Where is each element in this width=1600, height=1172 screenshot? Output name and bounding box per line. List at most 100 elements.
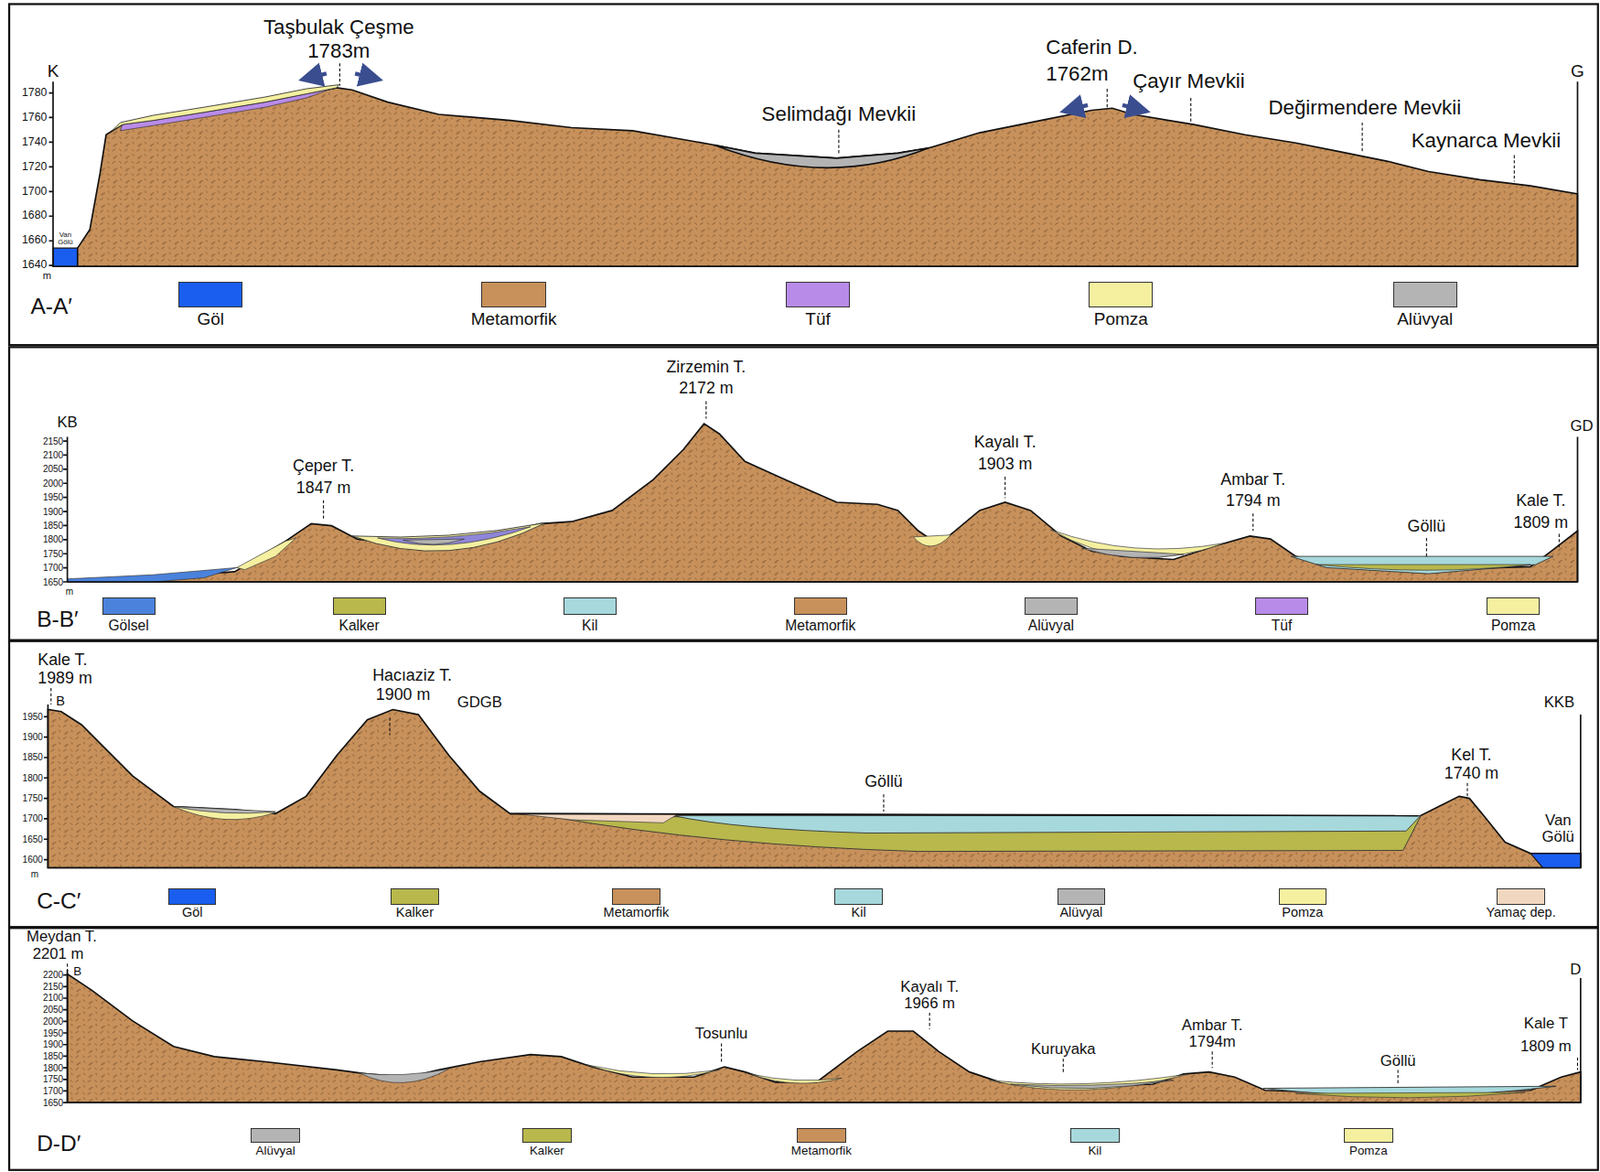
legend-swatch — [796, 1127, 847, 1143]
profile-shape — [912, 535, 951, 547]
profile-label: 1903 m — [977, 455, 1032, 474]
legend-swatch — [1255, 597, 1309, 615]
profile-shape — [43, 704, 1581, 869]
profile-label: 1900 — [22, 731, 43, 742]
profile-label: GD — [1569, 418, 1593, 435]
profile-shape — [9, 641, 1599, 927]
profile-label: 1794m — [1189, 1033, 1236, 1051]
profile-label: 1850 — [42, 520, 64, 531]
legend-swatch — [1393, 281, 1458, 308]
profile-label: m — [65, 586, 74, 597]
profile-label: 1800 — [22, 773, 43, 784]
profile-shape — [1290, 556, 1554, 574]
profile-shape — [1009, 1080, 1173, 1089]
profile-shape — [63, 437, 1578, 582]
profile-label: 2100 — [42, 450, 64, 461]
profile-label: Kale T — [1524, 1015, 1568, 1032]
legend-label: Alüvyal — [1396, 310, 1453, 330]
legend-label: Gölsel — [107, 617, 149, 634]
profile-shape — [1530, 853, 1581, 869]
legend-label: Pomza — [1491, 617, 1536, 634]
profile-shape — [714, 144, 929, 168]
profile-shape — [9, 3, 1599, 345]
profile-shape — [9, 927, 1599, 1170]
profile-label: 1720 — [21, 161, 47, 173]
profile-label: D-D′ — [36, 1130, 81, 1156]
legend-label: Kil — [1087, 1144, 1102, 1159]
legend-label: Alüvyal — [1028, 617, 1074, 634]
profile-shape — [515, 813, 678, 823]
profile-label: Taşbulak Çeşme — [263, 16, 415, 40]
legend-swatch — [102, 597, 156, 615]
legend-label: Göl — [182, 905, 204, 921]
legend-swatch — [1057, 888, 1106, 905]
profile-label: 1600 — [22, 854, 43, 865]
profile-label: Selimdağı Mevkii — [762, 103, 917, 127]
profile-label: Değirmendere Mevkii — [1267, 96, 1461, 120]
profile-shape — [359, 1068, 450, 1083]
profile-shape — [323, 401, 1560, 558]
profile-shape — [236, 537, 297, 570]
profile-shape — [1071, 105, 1088, 109]
profile-label: GDGB — [457, 694, 503, 711]
legend-label: Göl — [197, 310, 226, 330]
legend-label: Metamorfik — [471, 310, 558, 330]
profile-label: Kale T. — [37, 651, 87, 670]
legend-swatch — [481, 281, 546, 308]
profile-label: Göllü — [1407, 517, 1447, 537]
legend-label: Kalker — [396, 905, 434, 921]
legend-swatch — [1343, 1127, 1394, 1143]
profile-shape — [673, 816, 1420, 834]
legend-swatch — [332, 597, 387, 615]
legend-swatch — [1024, 597, 1078, 615]
legend-label: Metamorfik — [603, 905, 670, 921]
profile-group — [63, 401, 1578, 583]
profile-shape — [352, 522, 547, 551]
legend-label: Tüf — [1271, 617, 1293, 634]
profile-shape — [63, 969, 1581, 1103]
profile-label: Caferin D. — [1045, 36, 1138, 60]
profile-shape — [67, 423, 1579, 582]
profile-shape — [47, 709, 1580, 869]
profile-label: 1950 — [42, 1028, 64, 1039]
profile-label: 1900 — [42, 506, 64, 517]
profile-label: Ambar T. — [1220, 471, 1286, 490]
profile-label: 1640 — [21, 258, 47, 271]
profile-label: Kaynarca Mevkii — [1411, 129, 1562, 153]
legend-swatch — [834, 888, 882, 905]
legend-label: Kil — [851, 905, 867, 921]
profile-label: 2050 — [42, 463, 64, 474]
profile-shape — [51, 687, 1468, 812]
profile-shape — [1316, 564, 1531, 570]
legend-label: Pomza — [1094, 310, 1149, 330]
profile-shape — [67, 567, 237, 582]
profile-label: Meydan T. — [26, 928, 97, 945]
profile-shape — [1296, 1092, 1526, 1098]
legend-swatch — [390, 888, 439, 905]
profile-shape — [1122, 105, 1139, 109]
profile-shape — [377, 526, 531, 546]
profile-label: 1780 — [21, 86, 47, 99]
profile-label: Tosunlu — [695, 1025, 749, 1042]
profile-shape — [750, 1073, 842, 1084]
profile-label: G — [1570, 62, 1585, 82]
legend-swatch — [1496, 888, 1545, 905]
profile-label: 1900 — [42, 1039, 64, 1050]
profile-shape — [510, 813, 1419, 816]
profile-label: 1650 — [42, 577, 64, 588]
profile-group — [310, 73, 1139, 109]
profile-label: Van Gölü — [1534, 812, 1584, 847]
profile-label: 1700 — [21, 185, 47, 198]
legend-label: Pomza — [1281, 905, 1323, 921]
profile-label: 1783m — [307, 40, 370, 64]
legend-label: Metamorfik — [784, 617, 856, 634]
legend-swatch — [1278, 888, 1327, 905]
profile-label: Göllü — [864, 773, 903, 792]
profile-label: Kale T. — [1515, 492, 1566, 511]
profile-shape — [67, 974, 1581, 1104]
profile-label: m — [42, 269, 52, 281]
profile-label: 1750 — [42, 1073, 64, 1085]
profile-label: 1650 — [42, 1097, 64, 1108]
legend-swatch — [1088, 281, 1153, 308]
